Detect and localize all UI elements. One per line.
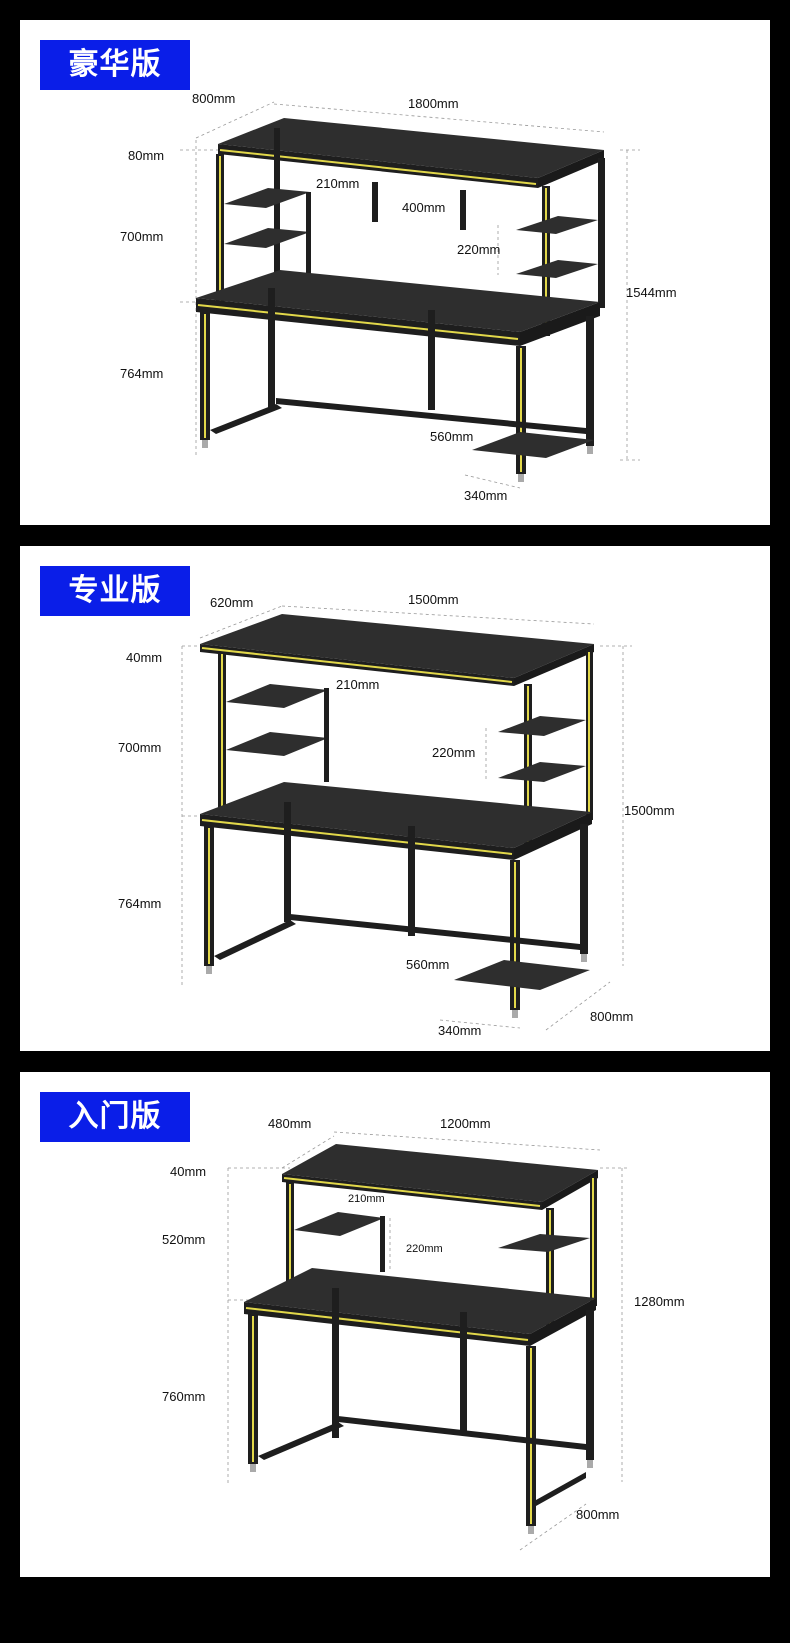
dim-foot-width: 560mm	[406, 957, 450, 972]
dim-upper-height: 700mm	[120, 229, 164, 244]
dim-bottom-depth: 800mm	[590, 1009, 634, 1024]
dim-hang-bar: 400mm	[402, 200, 446, 215]
dim-width: 1800mm	[408, 96, 459, 111]
dim-shelf-depth: 210mm	[348, 1193, 385, 1205]
dim-foot-depth: 340mm	[438, 1023, 482, 1038]
dim-bottom-depth: 800mm	[576, 1507, 620, 1522]
dim-top-gap: 40mm	[126, 650, 163, 665]
dim-total-height: 1500mm	[624, 803, 675, 818]
dim-lower-height: 764mm	[120, 366, 164, 381]
dim-width: 1500mm	[408, 592, 459, 607]
dim-depth: 800mm	[192, 91, 236, 106]
dim-upper-height: 520mm	[162, 1232, 206, 1247]
version-badge: 专业版	[40, 566, 190, 616]
workbench-illustration	[180, 101, 640, 489]
dim-shelf-gap: 220mm	[406, 1243, 443, 1255]
dim-depth: 620mm	[210, 595, 254, 610]
dim-total-height: 1544mm	[626, 285, 677, 300]
dim-shelf-gap: 220mm	[457, 242, 501, 257]
dim-shelf-depth: 210mm	[316, 176, 360, 191]
dim-shelf-gap: 220mm	[432, 745, 476, 760]
dim-upper-height: 700mm	[118, 740, 162, 755]
product-panel-entry: 入门版	[20, 1072, 770, 1577]
dim-top-gap: 40mm	[170, 1164, 207, 1179]
dim-shelf-depth: 210mm	[336, 677, 380, 692]
product-panel-professional: 专业版	[20, 546, 770, 1051]
dim-total-height: 1280mm	[634, 1294, 685, 1309]
dim-top-gap: 80mm	[128, 148, 165, 163]
dimension-lines	[181, 605, 632, 1031]
dim-lower-height: 760mm	[162, 1389, 206, 1404]
dim-lower-height: 764mm	[118, 896, 162, 911]
dim-depth: 480mm	[268, 1116, 312, 1131]
workbench-illustration	[227, 1131, 630, 1551]
dim-foot-width: 560mm	[430, 429, 474, 444]
product-panel-deluxe: 豪华版	[20, 20, 770, 525]
workbench-illustration	[181, 605, 632, 1031]
version-badge: 入门版	[40, 1092, 190, 1142]
dim-width: 1200mm	[440, 1116, 491, 1131]
version-badge: 豪华版	[40, 40, 190, 90]
dim-foot-depth: 340mm	[464, 488, 508, 503]
